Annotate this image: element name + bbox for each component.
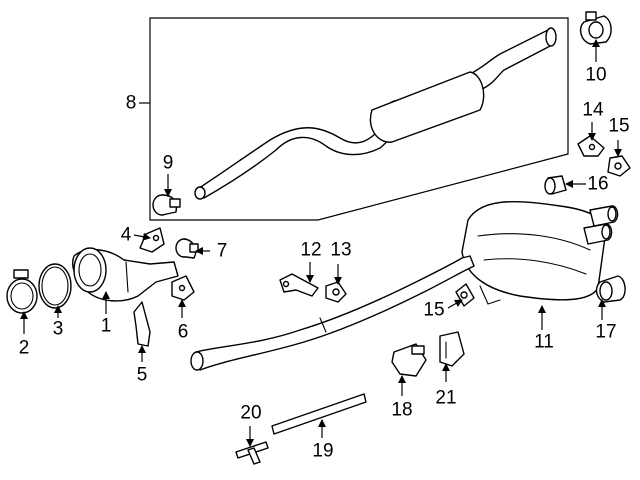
callout-3: 3 — [52, 318, 64, 340]
callout-18: 18 — [391, 399, 413, 421]
bracket-part-5 — [133, 301, 151, 347]
rubber-mount-part-15-upper — [607, 155, 631, 177]
callout-8: 8 — [125, 92, 137, 114]
tailpipe-tip-part-17 — [595, 275, 626, 303]
callout-10: 10 — [585, 64, 607, 86]
front-pipe — [190, 255, 475, 371]
callout-6: 6 — [177, 321, 189, 343]
bracket-part-4 — [139, 227, 165, 253]
bracket-part-12 — [279, 273, 319, 297]
callout-1: 1 — [100, 315, 112, 337]
clamp-part-9 — [152, 194, 181, 216]
callout-9: 9 — [162, 152, 174, 174]
gasket-part-3 — [38, 263, 72, 309]
rubber-mount-part-15-lower — [455, 283, 475, 307]
catalytic-converter-part-1 — [72, 247, 179, 302]
callout-11: 11 — [534, 331, 554, 353]
rubber-mount-part-13 — [325, 281, 347, 303]
inset-box-part-8 — [149, 17, 569, 221]
callout-19: 19 — [312, 440, 334, 462]
leader-lines — [20, 39, 622, 447]
callout-15-lower: 15 — [423, 299, 445, 321]
callout-16: 16 — [587, 173, 609, 195]
callout-14: 14 — [582, 99, 604, 121]
hanger-part-6 — [171, 275, 195, 301]
center-pipe-part-8 — [194, 27, 557, 200]
bracket-part-21 — [439, 331, 465, 367]
bracket-part-14 — [577, 135, 605, 157]
callout-13: 13 — [330, 239, 352, 261]
clamp-part-7 — [175, 238, 199, 259]
pressure-converter-part-18 — [391, 343, 427, 377]
callout-5: 5 — [136, 364, 148, 386]
rear-muffler-part-11 — [461, 200, 619, 305]
clamp-part-10 — [579, 11, 612, 45]
callout-21: 21 — [435, 387, 457, 409]
callout-12: 12 — [300, 239, 322, 261]
callout-20: 20 — [240, 402, 262, 424]
callout-17: 17 — [595, 321, 617, 343]
t-connector-part-20 — [235, 441, 269, 465]
callout-15-upper: 15 — [608, 115, 630, 137]
clamp-part-2 — [6, 269, 38, 314]
callout-7: 7 — [216, 240, 228, 262]
callout-4: 4 — [120, 224, 132, 246]
hose-part-19 — [271, 393, 367, 435]
callout-2: 2 — [18, 337, 30, 359]
bushing-part-16 — [544, 175, 567, 195]
